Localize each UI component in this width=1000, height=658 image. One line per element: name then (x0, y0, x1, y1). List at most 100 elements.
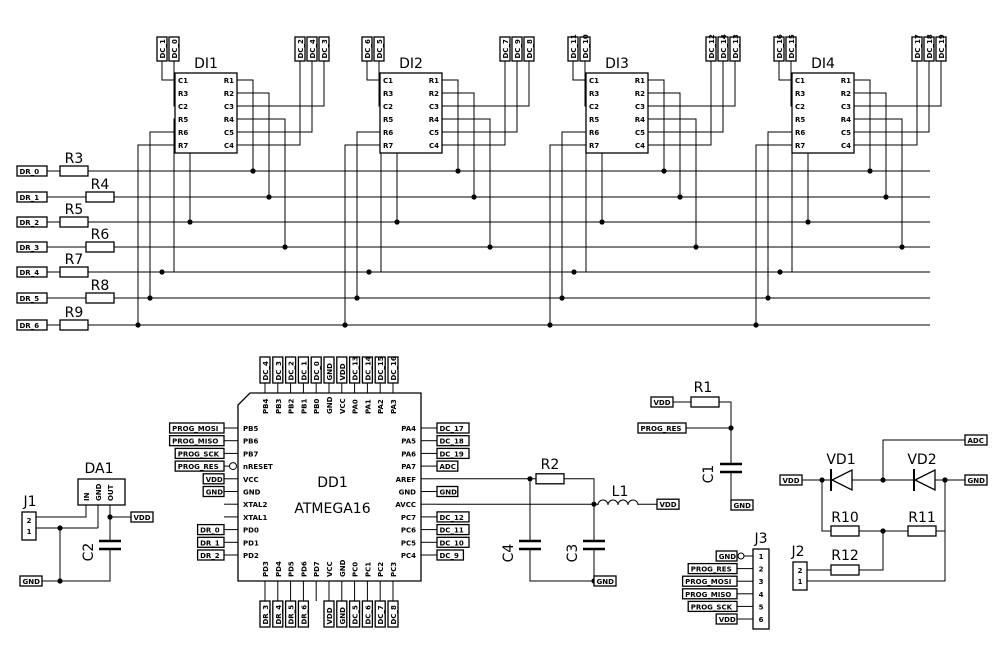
pin-label: R2 (429, 90, 439, 98)
inductor-l1 (597, 499, 639, 506)
label: DC_3 (275, 361, 283, 380)
display-ref: DI1 (194, 56, 218, 72)
label: DC_2 (297, 39, 305, 58)
pin-label: R3 (383, 90, 393, 98)
label: DC_7 (502, 39, 510, 58)
wire (821, 480, 831, 532)
junction-dot (282, 244, 288, 250)
resistor-r4 (85, 191, 115, 203)
mcu-pin-label: PC3 (390, 562, 398, 577)
mcu-net-label (436, 549, 465, 561)
wire (549, 144, 586, 325)
mcu-net-label (284, 356, 297, 384)
pin-label: R6 (795, 129, 805, 137)
pin-label: R4 (841, 116, 851, 124)
junction-dot (159, 269, 165, 275)
wire (854, 118, 903, 247)
label: DC_3 (321, 39, 329, 58)
label: GND (719, 553, 737, 561)
mcu-pin-label: PB6 (243, 438, 258, 446)
label: DC_5 (376, 39, 384, 58)
pin-label: C2 (383, 103, 393, 111)
junction-dot (266, 194, 272, 200)
connector-j1 (21, 511, 37, 541)
programming-net-label (715, 613, 738, 625)
mcu-net-label (272, 356, 284, 384)
connector-pin-number: 5 (759, 603, 764, 611)
label: DC_15 (788, 34, 796, 58)
wire (648, 79, 665, 171)
label: PROG_SCK (178, 450, 220, 458)
junction-dot (342, 322, 348, 328)
pin-label: R7 (383, 142, 393, 150)
resistor-ref: R6 (91, 227, 110, 243)
mcu-pin-label: PB0 (313, 399, 321, 414)
mcu-net-label (436, 523, 470, 536)
mcu-pin-label: AREF (396, 476, 417, 484)
label: DC_4 (309, 39, 317, 58)
mcu-pin-label: PC2 (377, 562, 385, 577)
mcu-pin-label: PB5 (243, 425, 258, 433)
label: GND (734, 502, 752, 510)
pin-label: C2 (589, 103, 599, 111)
connector-ref: J2 (790, 544, 804, 560)
mcu-net-label (436, 536, 470, 548)
pin-label: R3 (178, 90, 188, 98)
resistor-ref: R4 (91, 177, 110, 193)
regulator-da1 (77, 478, 126, 506)
mcu-pin-label: PD6 (300, 561, 308, 577)
mcu-net-label (297, 356, 310, 384)
mcu-net-label (361, 600, 374, 628)
wire (648, 61, 712, 146)
junction-dot (455, 168, 461, 174)
wire (854, 79, 871, 171)
connector-j2 (792, 561, 808, 591)
resistor-ref: R7 (65, 252, 84, 268)
pin-label: C1 (589, 77, 599, 85)
resistor-ref: R10 (831, 510, 859, 526)
mcu-net-label (174, 447, 225, 460)
label: DC_1 (300, 361, 308, 380)
pin-label: C1 (383, 77, 393, 85)
label: DC_6 (364, 39, 372, 58)
pin-label: C4 (635, 142, 645, 150)
mcu-net-label (436, 511, 470, 523)
resistor-r8 (85, 292, 115, 304)
column-connector-label (911, 36, 923, 62)
label: DC_7 (377, 605, 385, 624)
mcu-pin-label: PA3 (390, 399, 398, 414)
wire (442, 61, 506, 146)
pin-label: C4 (224, 142, 234, 150)
column-connector-label (511, 36, 523, 62)
mcu-net-label (202, 485, 225, 498)
capacitor-ref: C1 (701, 465, 717, 484)
column-connector-label (373, 36, 385, 62)
column-connector-label (361, 36, 373, 62)
wire (344, 144, 380, 325)
label: VDD (206, 476, 223, 484)
resistor-r3 (59, 165, 89, 177)
wire (60, 549, 111, 582)
wire (807, 531, 946, 582)
mcu-pin-label: PB4 (262, 399, 270, 414)
mcu-pin-label: PA6 (401, 450, 416, 458)
mcu-pin-label: PA7 (401, 463, 416, 471)
label: DC_13 (352, 356, 360, 380)
label: PROG_RES (691, 566, 732, 574)
column-connector-label (729, 36, 741, 62)
pin-label: R1 (841, 77, 851, 85)
diode-vd2 (913, 468, 936, 492)
pin-label: R3 (795, 90, 805, 98)
label: DC_8 (390, 605, 398, 624)
column-connector-label (523, 36, 535, 62)
vdd-label (779, 474, 803, 486)
label: DC_13 (732, 34, 740, 58)
label: DC_14 (364, 356, 372, 380)
column-connector-label (773, 36, 785, 62)
pin-label: R2 (224, 90, 234, 98)
label: DC_8 (526, 39, 534, 58)
column-connector-label (294, 36, 306, 62)
pin-label: R3 (589, 90, 599, 98)
pin-label: R4 (224, 116, 234, 124)
label: DR_1 (20, 194, 40, 202)
